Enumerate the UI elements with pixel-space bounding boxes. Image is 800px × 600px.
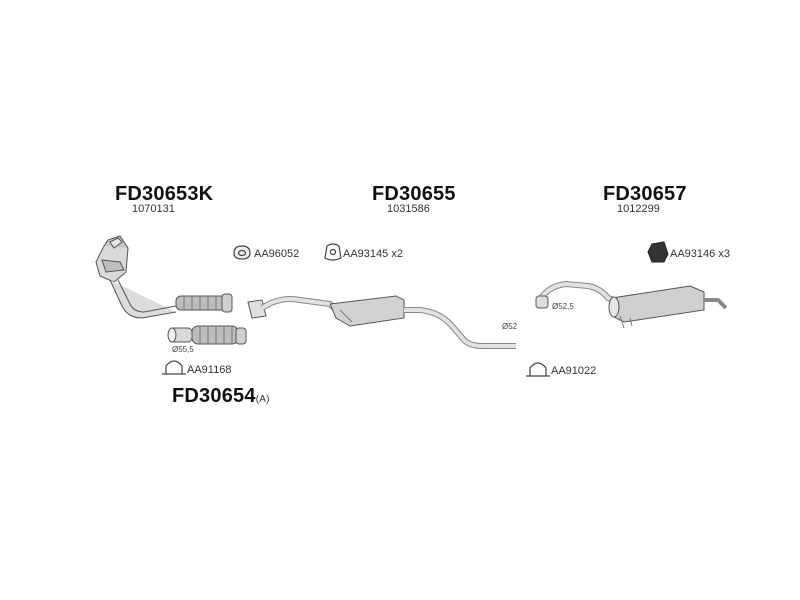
rubber-hanger-icon [324,243,342,261]
fitting-label-aa91168: AA91168 [187,364,232,376]
fitting-label-aa96052: AA96052 [254,248,300,260]
assembly-title-fd30657: FD30657 [603,183,687,205]
assembly-suffix-fd30654: (A) [255,394,270,405]
assembly-title-fd30654-text: FD30654 [172,385,256,407]
u-bolt-clamp-icon-1 [162,360,186,375]
diameter-label-52-5: Ø52,5 [552,302,574,311]
front-pipe-catalyst-part[interactable] [95,235,233,319]
fitting-label-aa91022: AA91022 [551,365,597,377]
middle-silencer-part[interactable] [247,295,516,349]
diameter-label-52: Ø52 [502,322,518,331]
assembly-code-fd30657: 1012299 [617,203,660,215]
assembly-code-fd30655: 1031586 [387,203,430,215]
o-ring-gasket-icon [233,245,251,260]
assembly-title-fd30654: FD30654(A) [172,385,270,408]
assembly-title-fd30653k: FD30653K [115,183,214,205]
rubber-mount-icon [647,241,669,263]
rear-silencer-part[interactable] [535,280,728,329]
fitting-label-aa93146: AA93146 x3 [670,248,730,260]
diameter-label-55-5: Ø55,5 [172,345,194,354]
fitting-label-aa93145: AA93145 x2 [343,248,403,260]
flex-pipe-part[interactable] [167,325,247,345]
assembly-title-fd30655: FD30655 [372,183,456,205]
u-bolt-clamp-icon-2 [526,362,550,377]
assembly-code-fd30653k: 1070131 [132,203,175,215]
